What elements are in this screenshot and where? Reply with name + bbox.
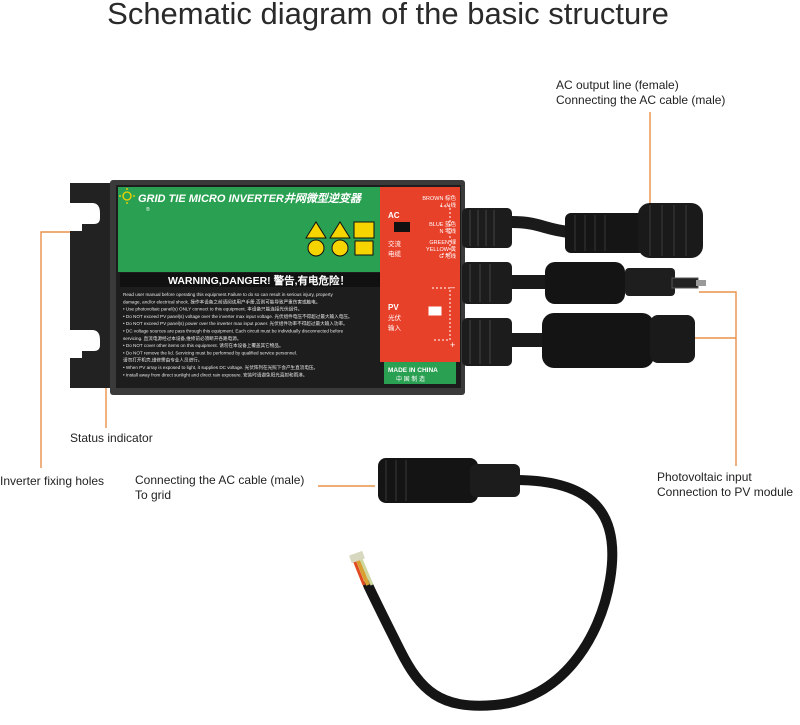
pv-connector-negative — [462, 262, 706, 304]
wire-label: GREEN 绿 — [429, 238, 456, 246]
mounting-plate — [70, 183, 118, 388]
wire-sub-label: L 火线 — [441, 201, 457, 209]
callout-ac-output-line1: AC output line (female) — [556, 78, 679, 92]
callout-ac-cable-line1: Connecting the AC cable (male) — [135, 473, 305, 487]
pv-cn-2: 输入 — [388, 323, 402, 332]
wire-label: BROWN 棕色 — [422, 194, 456, 202]
callout-status-indicator: Status indicator — [70, 431, 153, 445]
ac-cn-1: 交流 — [388, 239, 402, 248]
sun-logo-icon — [119, 188, 135, 204]
warning-line: 请勿打开机壳,维修需由专业人员进行。 — [123, 357, 202, 364]
wire-label: BLUE 蓝色 — [429, 220, 456, 228]
warning-line: • DC voltage sources are pass through th… — [123, 329, 344, 334]
ac-cable-male — [349, 458, 618, 711]
page-title: Schematic diagram of the basic structure — [107, 0, 669, 31]
warning-line: servicing. 直流电源经过本设备,维修前必须断开各路电源。 — [123, 335, 241, 342]
warning-line: damage, and/or electrical shock. 操作本设备之前… — [123, 298, 320, 305]
wire-sub-label: YELLOW 黄 — [426, 245, 456, 253]
warning-line: • Use photovoltaic panel(s) ONLY connect… — [123, 306, 302, 313]
warning-line: • When PV array is exposed to light, it … — [123, 364, 318, 371]
made-in-cn: 中 国 制 造 — [396, 375, 425, 383]
device-logo-text: ® — [146, 206, 150, 213]
callout-fixing-holes: Inverter fixing holes — [0, 474, 105, 488]
made-in-box — [384, 362, 456, 384]
device-label-text: GRID TIE MICRO INVERTER井网微型逆变器 ® WARNING… — [120, 192, 456, 383]
warning-line: • Do NOT remove the lid. Servicing must … — [123, 350, 297, 355]
warning-banner: WARNING,DANGER! 警告,有电危险！ — [168, 274, 350, 287]
wire-label: G 地线 — [439, 252, 456, 260]
callout-pv-input-line2: Connection to PV module — [657, 485, 794, 499]
plus-sign: + — [450, 340, 455, 350]
callout-ac-cable-line2: To grid — [135, 488, 172, 502]
callout-pv-input-line1: Photovoltaic input — [657, 470, 752, 484]
warning-text-block: Read user manual before operating this e… — [123, 292, 353, 378]
device-header: GRID TIE MICRO INVERTER井网微型逆变器 — [138, 192, 363, 205]
label-red-area — [380, 187, 460, 362]
warning-line: Read user manual before operating this e… — [123, 292, 334, 297]
callout-ac-output-line2: Connecting the AC cable (male) — [556, 93, 726, 107]
warning-line: • Do NOT exceed PV panel(s) voltage over… — [123, 313, 353, 320]
pv-connector-positive — [462, 313, 695, 368]
made-in-text: MADE IN CHINA — [388, 367, 438, 374]
pv-panel-icon — [427, 305, 443, 317]
callout-ac-cable: Connecting the AC cable (male) To grid — [135, 473, 304, 503]
warning-symbols — [305, 221, 375, 257]
pv-cn-1: 光伏 — [388, 313, 402, 322]
warning-line: • Do NOT exceed PV panel(s) power over t… — [123, 320, 348, 327]
callout-pv-input: Photovoltaic input Connection to PV modu… — [657, 470, 793, 500]
ac-label: AC — [388, 211, 400, 220]
minus-sign: – — [450, 282, 455, 292]
ac-output-connector — [462, 203, 703, 258]
status-indicator — [394, 222, 410, 232]
ac-cn-2: 电缆 — [388, 249, 402, 258]
wire-sub-label: N 零线 — [439, 227, 456, 235]
warning-line: • Install away from direct sunlight and … — [123, 371, 307, 378]
warning-line: • Do NOT cover other items on this equip… — [123, 342, 284, 349]
pv-label: PV — [388, 303, 399, 312]
callout-ac-output: AC output line (female) Connecting the A… — [556, 78, 725, 108]
